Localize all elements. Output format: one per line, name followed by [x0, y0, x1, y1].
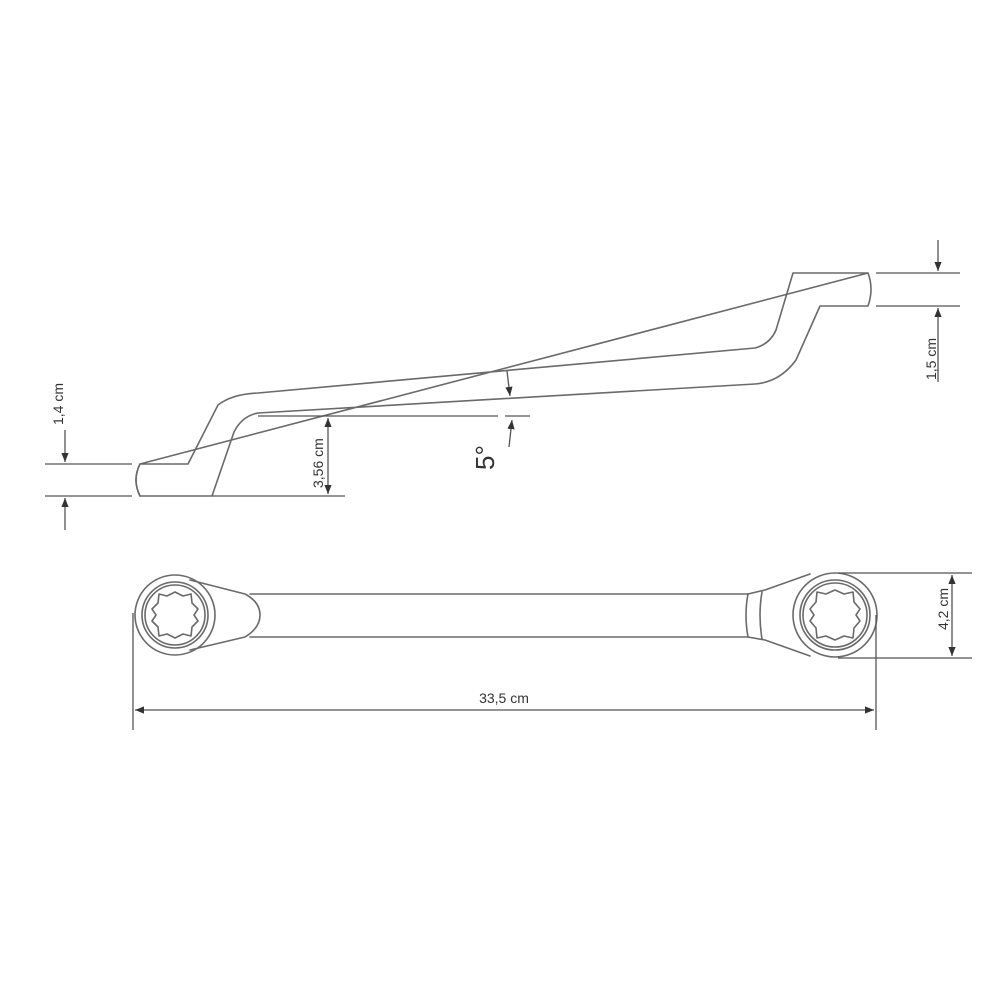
right-ring-inner2	[802, 582, 868, 648]
right-ring-inner	[799, 579, 871, 651]
left-ring-inner	[141, 581, 209, 649]
wrench-side-outline	[135, 272, 872, 497]
dim-label-left-thickness: 1,4 cm	[50, 383, 66, 425]
right-neck	[747, 573, 811, 657]
dim-label-right-thickness: 1,5 cm	[923, 338, 939, 380]
angle-arrow-top	[505, 370, 513, 397]
right-ring-outer	[792, 572, 878, 658]
side-view: 1,4 cm 3,56 cm 5° 1,5 cm	[45, 240, 960, 530]
right-ring-head	[745, 572, 878, 658]
dim-label-head-width: 4,2 cm	[935, 588, 951, 630]
dim-label-overall-length: 33,5 cm	[479, 690, 529, 706]
angle-arrow-bottom	[507, 419, 515, 448]
left-neck	[189, 579, 261, 651]
right-12-point-socket	[809, 589, 861, 641]
dim-label-angle: 5°	[470, 445, 500, 470]
left-ring-inner2	[144, 584, 206, 646]
right-neck-line-2	[759, 591, 763, 640]
left-ring-head	[134, 574, 261, 656]
left-12-point-socket	[151, 591, 199, 639]
left-end-cap	[135, 463, 141, 497]
dim-label-offset-height: 3,56 cm	[310, 438, 326, 488]
right-neck-line-1	[745, 593, 749, 638]
top-view: 4,2 cm 33,5 cm	[132, 572, 972, 730]
left-ring-outer	[134, 574, 216, 656]
